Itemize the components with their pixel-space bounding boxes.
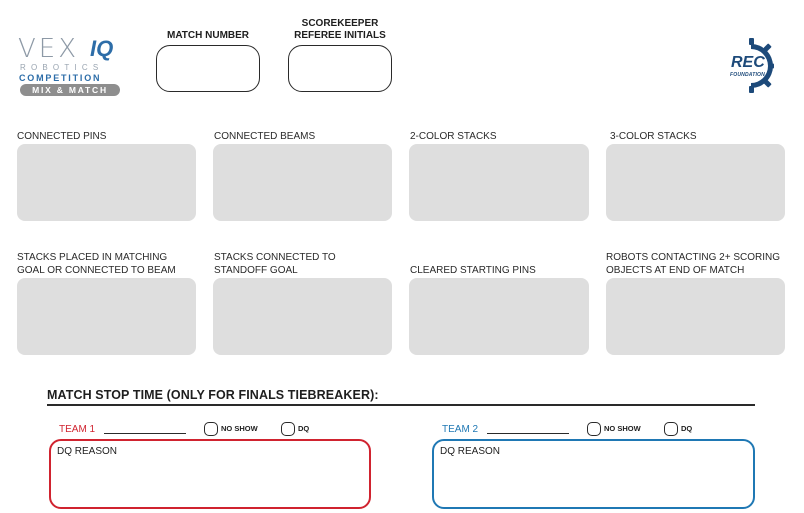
stacks-matching-goal-label-line2: GOAL OR CONNECTED TO BEAM [17, 265, 176, 276]
robots-contacting-field[interactable] [606, 278, 785, 355]
competition-text: COMPETITION [19, 73, 102, 83]
stacks-standoff-label-line1: STACKS CONNECTED TO [214, 252, 336, 263]
team-1-dq-label: DQ [298, 424, 310, 433]
scorekeeper-label: SCOREKEEPER [301, 18, 379, 29]
mix-match-badge: MIX & MATCH [20, 84, 120, 96]
foundation-text: FOUNDATION [730, 72, 765, 78]
team-2-no-show-label: NO SHOW [604, 424, 641, 433]
vex-iq-logo: VEX IQ ROBOTICS COMPETITION MIX & MATCH [18, 34, 124, 96]
two-color-stacks-label: 2-COLOR STACKS [410, 131, 497, 142]
connected-beams-field[interactable] [213, 144, 392, 221]
team-1-no-show-label: NO SHOW [221, 424, 258, 433]
team-2-number-line[interactable] [487, 433, 569, 434]
connected-pins-label: CONNECTED PINS [17, 131, 107, 142]
rec-text: REC [731, 54, 765, 71]
team-1-dq-checkbox[interactable] [281, 422, 295, 436]
stacks-standoff-label-line2: STANDOFF GOAL [214, 265, 298, 276]
scorekeeper-initials-field[interactable] [288, 45, 392, 92]
connected-pins-field[interactable] [17, 144, 196, 221]
team-2-dq-checkbox[interactable] [664, 422, 678, 436]
robotics-text: ROBOTICS [20, 63, 104, 72]
team-1-no-show-checkbox[interactable] [204, 422, 218, 436]
stacks-standoff-field[interactable] [213, 278, 392, 355]
stacks-matching-goal-field[interactable] [17, 278, 196, 355]
team-2-dq-reason-field[interactable]: DQ REASON [432, 439, 755, 509]
robots-contacting-label-line2: OBJECTS AT END OF MATCH [606, 265, 745, 276]
match-stop-time-line[interactable] [47, 404, 755, 406]
team-2-dq-label: DQ [681, 424, 693, 433]
robots-contacting-label-line1: ROBOTS CONTACTING 2+ SCORING [606, 252, 780, 263]
team-2-no-show-checkbox[interactable] [587, 422, 601, 436]
team-1-dq-reason-field[interactable]: DQ REASON [49, 439, 371, 509]
connected-beams-label: CONNECTED BEAMS [214, 131, 316, 142]
team-1-number-line[interactable] [104, 433, 186, 434]
rec-foundation-logo: REC FOUNDATION [728, 38, 774, 94]
referee-initials-label: REFEREE INITIALS [294, 30, 386, 41]
vex-wordmark: VEX [18, 34, 80, 64]
three-color-stacks-field[interactable] [606, 144, 785, 221]
team-2-dq-reason-label: DQ REASON [440, 446, 501, 457]
cleared-starting-pins-field[interactable] [409, 278, 589, 355]
three-color-stacks-label: 3-COLOR STACKS [610, 131, 697, 142]
team-1-label: TEAM 1 [59, 424, 96, 435]
team-1-dq-reason-label: DQ REASON [57, 446, 118, 457]
two-color-stacks-field[interactable] [409, 144, 589, 221]
match-number-field[interactable] [156, 45, 260, 92]
match-stop-time-title: MATCH STOP TIME (ONLY FOR FINALS TIEBREA… [47, 388, 379, 402]
iq-wordmark: IQ [90, 36, 114, 61]
cleared-starting-pins-label: CLEARED STARTING PINS [410, 265, 536, 276]
team-2-label: TEAM 2 [442, 424, 479, 435]
match-number-label: MATCH NUMBER [166, 30, 250, 41]
stacks-matching-goal-label-line1: STACKS PLACED IN MATCHING [17, 252, 168, 263]
gear-icon [749, 38, 774, 93]
